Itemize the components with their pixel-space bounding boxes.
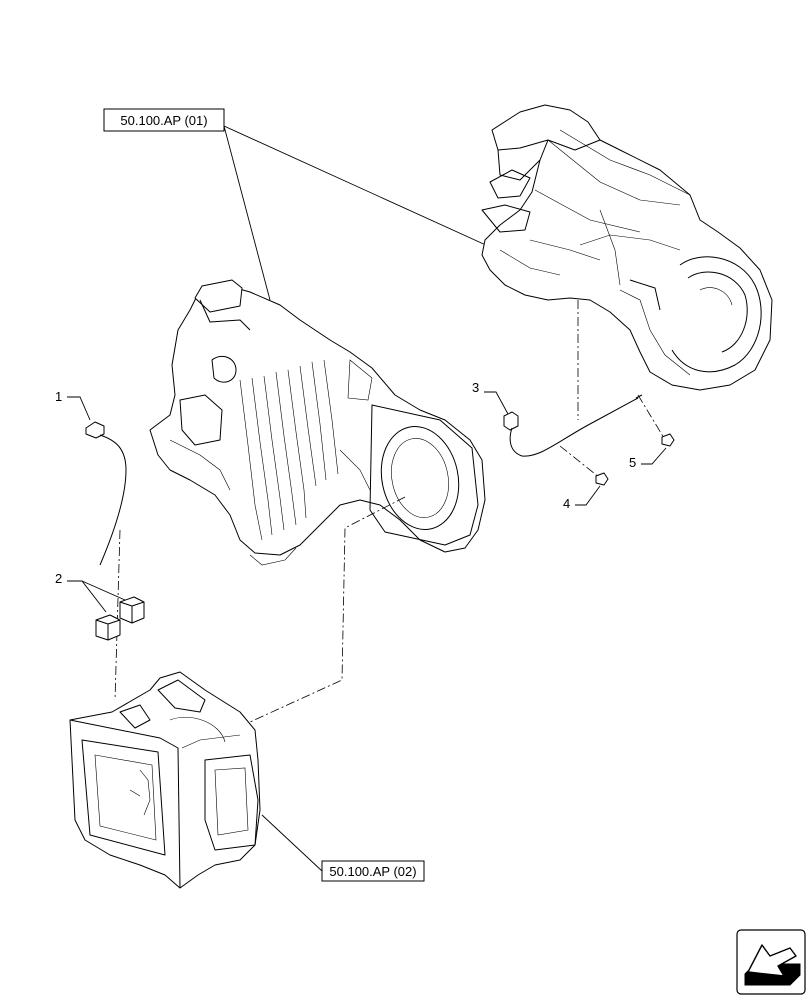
item-5-clip	[661, 433, 675, 447]
item-1-sensor-harness	[85, 421, 127, 566]
leader-item-2	[67, 580, 126, 613]
upper-housing-part	[481, 104, 773, 391]
reference-label-02: 50.100.AP (02)	[329, 864, 416, 879]
leader-item-4	[575, 485, 601, 506]
item-4-clip	[595, 472, 609, 486]
centerline-item-4	[559, 445, 601, 479]
callout-1[interactable]: 1	[55, 389, 62, 404]
main-housing-part	[149, 279, 486, 566]
callout-2[interactable]: 2	[55, 571, 62, 586]
lower-housing-part	[69, 671, 261, 889]
item-2-relays	[95, 596, 145, 641]
item-3-probe-harness	[503, 394, 643, 457]
next-page-arrow-icon[interactable]	[736, 929, 806, 995]
leader-item-5	[641, 447, 667, 465]
reference-label-01: 50.100.AP (01)	[120, 113, 207, 128]
centerline-blower-to-lower	[249, 496, 406, 723]
leader-ref-02	[261, 814, 323, 872]
leader-item-3	[484, 391, 509, 415]
centerline-connector	[114, 529, 121, 701]
reference-box-02[interactable]: 50.100.AP (02)	[321, 860, 425, 882]
callout-4[interactable]: 4	[563, 496, 570, 511]
centerline-item-5	[637, 394, 665, 439]
leader-ref-01-main-housing	[223, 125, 271, 301]
callout-5[interactable]: 5	[629, 455, 636, 470]
callout-3[interactable]: 3	[472, 380, 479, 395]
leader-item-1	[67, 396, 91, 421]
reference-box-01[interactable]: 50.100.AP (01)	[103, 108, 225, 132]
leader-ref-01-upper-housing	[223, 125, 489, 247]
